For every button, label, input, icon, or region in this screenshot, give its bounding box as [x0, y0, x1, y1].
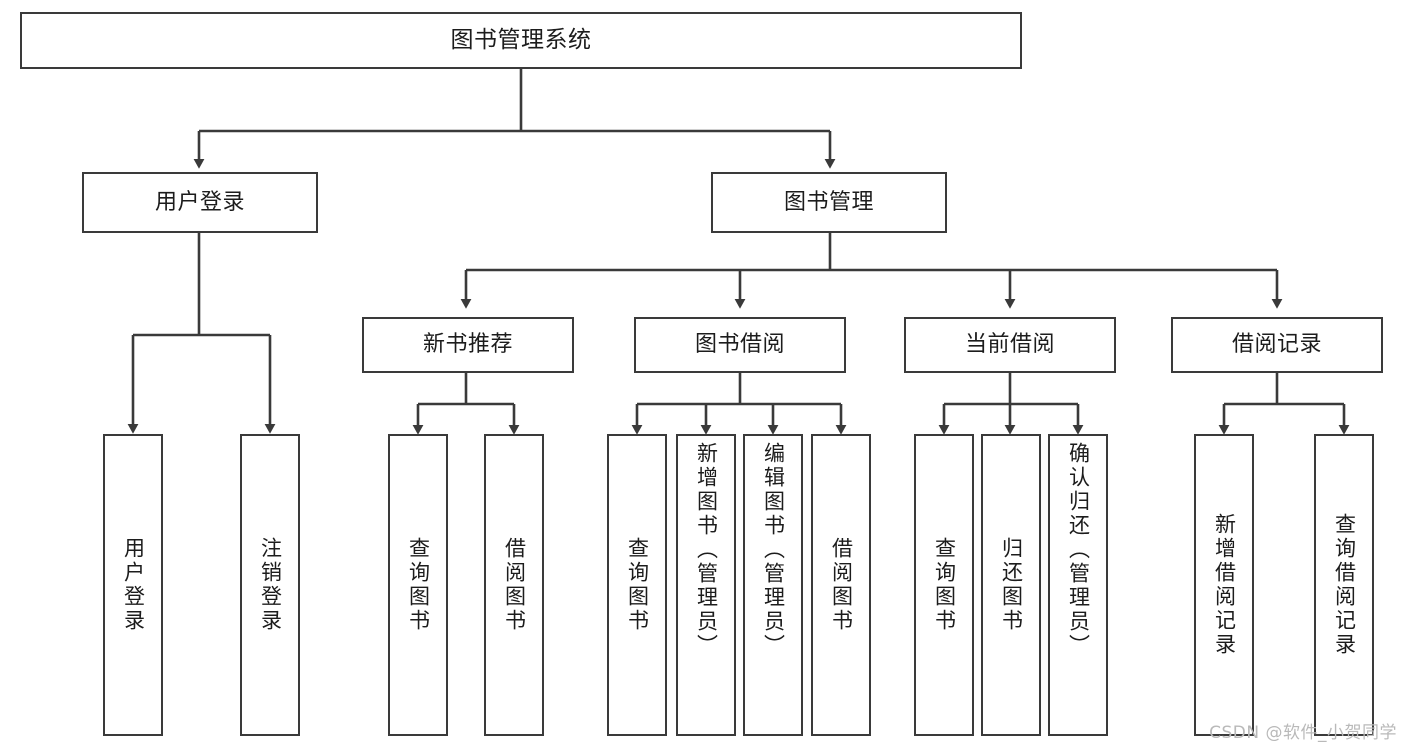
leaf-query-book-current[interactable]: 查询图书: [914, 434, 974, 736]
leaf-add-book[interactable]: 新增图书（管理员）: [676, 434, 736, 736]
node-book-manage[interactable]: 图书管理: [711, 172, 947, 233]
node-label: 新书推荐: [422, 332, 513, 358]
leaf-borrow-book[interactable]: 借阅图书: [811, 434, 871, 736]
node-label: 图书管理系统: [450, 27, 592, 54]
node-label: 图书管理: [783, 189, 874, 215]
node-new-book-recommend[interactable]: 新书推荐: [362, 317, 574, 373]
node-label: 当前借阅: [964, 332, 1055, 358]
node-label: 查询图书: [625, 537, 650, 633]
node-label: 查询图书: [932, 537, 957, 633]
leaf-edit-book[interactable]: 编辑图书（管理员）: [743, 434, 803, 736]
node-label: 用户登录: [121, 537, 146, 633]
leaf-confirm-return[interactable]: 确认归还（管理员）: [1048, 434, 1108, 736]
node-label: 查询借阅记录: [1332, 513, 1357, 657]
node-label: 用户登录: [154, 189, 245, 215]
node-current-borrow[interactable]: 当前借阅: [904, 317, 1116, 373]
node-root-system[interactable]: 图书管理系统: [20, 12, 1022, 69]
node-borrow-record[interactable]: 借阅记录: [1171, 317, 1383, 373]
node-label: 借阅记录: [1231, 332, 1322, 358]
node-book-borrow[interactable]: 图书借阅: [634, 317, 846, 373]
leaf-user-login[interactable]: 用户登录: [103, 434, 163, 736]
node-label: 新增借阅记录: [1212, 513, 1237, 657]
leaf-add-record[interactable]: 新增借阅记录: [1194, 434, 1254, 736]
node-label: 图书借阅: [694, 332, 785, 358]
leaf-query-book-rec[interactable]: 查询图书: [388, 434, 448, 736]
node-label: 借阅图书: [502, 537, 527, 633]
leaf-query-record[interactable]: 查询借阅记录: [1314, 434, 1374, 736]
node-label: 归还图书: [999, 537, 1024, 633]
node-label: 新增图书（管理员）: [694, 442, 719, 658]
node-label: 编辑图书（管理员）: [761, 442, 786, 658]
node-label: 注销登录: [258, 537, 283, 633]
node-label: 查询图书: [406, 537, 431, 633]
node-label: 借阅图书: [829, 537, 854, 633]
leaf-return-book[interactable]: 归还图书: [981, 434, 1041, 736]
node-label: 确认归还（管理员）: [1066, 442, 1091, 658]
leaf-query-book-borrow[interactable]: 查询图书: [607, 434, 667, 736]
leaf-user-logout[interactable]: 注销登录: [240, 434, 300, 736]
watermark-label: CSDN @软件_小贺同学: [1209, 723, 1397, 743]
node-user-login[interactable]: 用户登录: [82, 172, 318, 233]
leaf-borrow-book-rec[interactable]: 借阅图书: [484, 434, 544, 736]
